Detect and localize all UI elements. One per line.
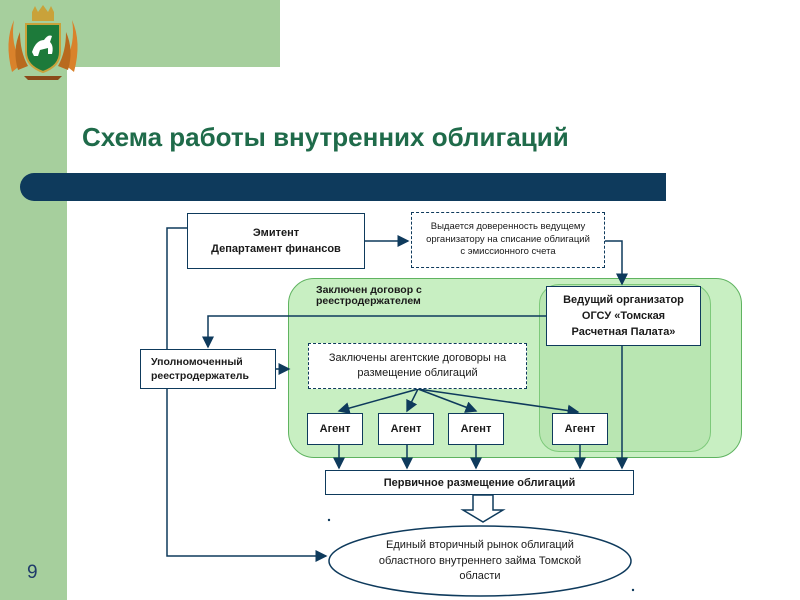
secondary-market-label: Единый вторичный рынок облигаций областн… [378, 539, 582, 582]
agent-box: Агент [448, 413, 504, 445]
coat-of-arms-icon [8, 5, 78, 80]
lead-organizer-box: Ведущий организатор ОГСУ «Томская Расчет… [546, 286, 701, 346]
issuer-line1: Эмитент [252, 227, 300, 239]
contracts-to-agent4-arrow [417, 388, 580, 417]
placement-to-market-block-arrow [460, 494, 506, 523]
sidebar-background [0, 0, 67, 600]
contracts-to-agent3-arrow [417, 388, 478, 413]
title-underline-bar [20, 173, 666, 201]
contracts-to-agent1-arrow [337, 388, 419, 414]
registrar-contract-label: Заключен договор с реестродержателем [316, 284, 422, 307]
page-number: 9 [27, 562, 38, 583]
agent-box: Агент [552, 413, 608, 445]
issuer-box: Эмитент Департамент финансов [187, 213, 365, 269]
primary-placement-box: Первичное размещение облигаций [325, 470, 634, 495]
agency-contracts-box: Заключены агентские договоры на размещен… [308, 343, 527, 389]
power-of-attorney-box: Выдается доверенность ведущему организат… [411, 212, 605, 268]
agent-box: Агент [307, 413, 363, 445]
issuer-to-market-arrow [166, 227, 328, 562]
issuer-line2: Департамент финансов [211, 243, 341, 255]
secondary-market-ellipse [328, 525, 632, 597]
slide-title: Схема работы внутренних облигаций [82, 122, 569, 152]
contracts-to-agent2-arrow [406, 388, 419, 413]
agent-box: Агент [378, 413, 434, 445]
corner-decoration [67, 67, 127, 127]
organizer-to-registrar-arrow [202, 315, 546, 349]
attorney-to-organizer-arrow [605, 240, 628, 286]
registrar-box: Уполномоченный реестродержатель [140, 349, 276, 389]
